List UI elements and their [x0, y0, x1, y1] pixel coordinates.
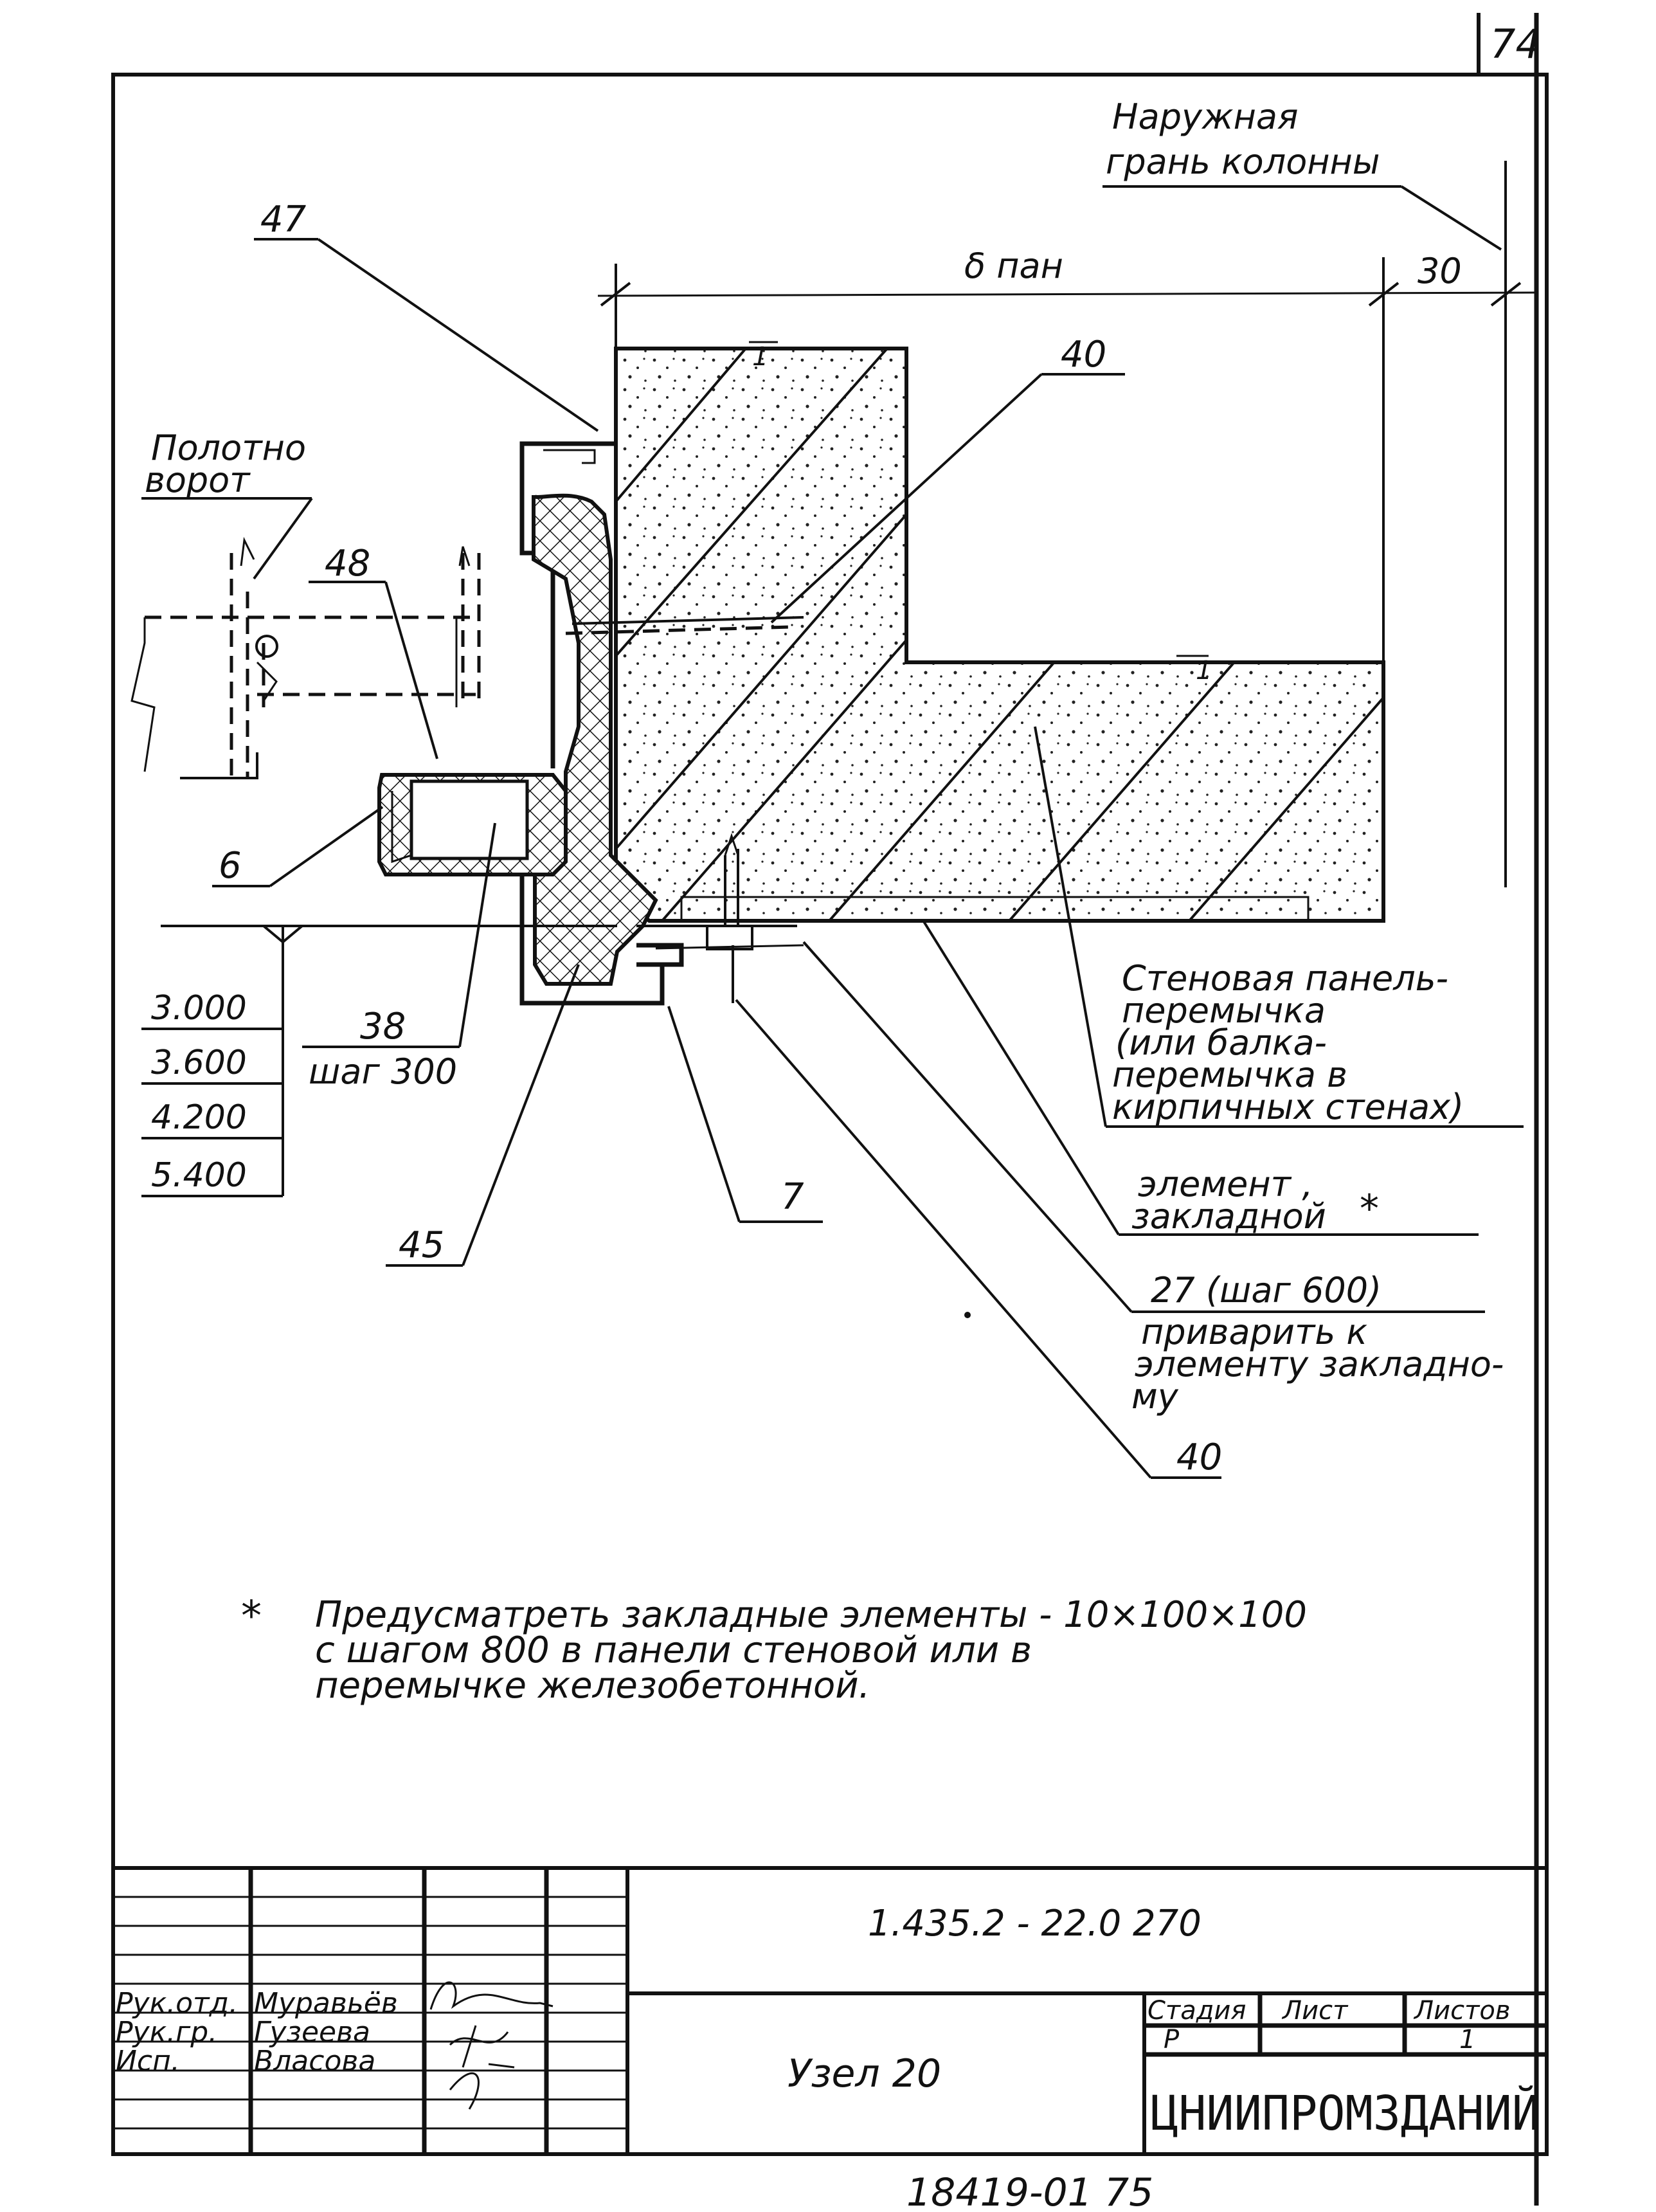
svg-text:47: 47: [260, 199, 307, 240]
svg-text:приварить к: приварить к: [1141, 1312, 1367, 1352]
svg-text:Муравьёв: Муравьёв: [254, 1987, 398, 2020]
svg-text:му: му: [1131, 1376, 1179, 1417]
wall-panel-label: Стеновая панель- перемычка (или балка- п…: [1034, 726, 1524, 1128]
svg-text:Власова: Власова: [254, 2045, 375, 2078]
svg-text:перемычке железобетонной.: перемычке железобетонной.: [315, 1665, 870, 1707]
panel-hatch: [616, 349, 1383, 921]
callout-45: 45: [386, 964, 580, 1267]
svg-text:40: 40: [1061, 334, 1106, 376]
svg-text:48: 48: [325, 543, 370, 585]
svg-text:1: 1: [1196, 656, 1212, 685]
signature-roles: Рук.отд. Рук.гр. Исп. Муравьёв Гузеева В…: [116, 1987, 398, 2078]
weld-note-label: 27 (шаг 600) приварить к элементу заклад…: [802, 941, 1504, 1417]
svg-text:27 (шаг 600): 27 (шаг 600): [1151, 1270, 1382, 1310]
svg-text:элемент ,: элемент ,: [1138, 1164, 1313, 1204]
svg-text:Исп.: Исп.: [116, 2045, 180, 2078]
dim-30: 30: [1418, 251, 1462, 291]
svg-text:38: 38: [360, 1006, 406, 1047]
svg-text:элементу закладно-: элементу закладно-: [1135, 1344, 1504, 1384]
elevation-4: 5.400: [151, 1156, 247, 1195]
callout-40-top: 40: [770, 334, 1125, 624]
svg-text:Гузеева: Гузеева: [254, 2016, 370, 2049]
signatures: [429, 1981, 554, 2110]
drawing-code: 1.435.2 - 22.0 270: [868, 1903, 1202, 1945]
svg-text:7: 7: [781, 1176, 804, 1218]
svg-text:*: *: [1360, 1186, 1379, 1231]
sheet-number: 74: [1490, 21, 1541, 68]
svg-text:Стеновая панель-: Стеновая панель-: [1122, 958, 1448, 999]
callout-40-bottom: 40: [735, 999, 1222, 1479]
svg-text:Р: Р: [1164, 2025, 1180, 2054]
bottom-stamp: 18419-01 75: [906, 2170, 1153, 2212]
elevation-3: 4.200: [151, 1098, 247, 1137]
svg-text:Предусматреть закладные эл: Предусматреть закладные элементы - 10×10…: [315, 1594, 1307, 1636]
svg-text:Стадия: Стадия: [1148, 1996, 1246, 2026]
svg-text:1: 1: [752, 342, 768, 372]
svg-text:перемычка в: перемычка в: [1112, 1055, 1347, 1095]
gate-leaf-box: [377, 773, 568, 876]
svg-text:45: 45: [399, 1224, 444, 1266]
anchor-bolts: [565, 616, 804, 1003]
organization-name: ЦНИИПРОМЗДАНИЙ: [1151, 2085, 1540, 2141]
panel-thickness-dim: δ пан: [964, 246, 1063, 286]
svg-text:1: 1: [1459, 2025, 1475, 2054]
title-block: [113, 1866, 1547, 2154]
elevation-1: 3.000: [151, 989, 247, 1028]
svg-text:Листов: Листов: [1413, 1996, 1510, 2026]
svg-text:(или балка-: (или балка-: [1115, 1022, 1327, 1063]
svg-text:6: 6: [219, 845, 242, 887]
svg-text:с шагом 800 в панели стено: с шагом 800 в панели стеновой или в: [315, 1629, 1032, 1671]
svg-text:40: 40: [1176, 1437, 1222, 1478]
svg-text:Рук.гр.: Рук.гр.: [116, 2016, 217, 2049]
callout-47: 47: [254, 199, 599, 432]
callout-38: 38 шаг 300: [302, 822, 496, 1092]
embedded-element-label: элемент , закладной *: [921, 918, 1479, 1237]
general-note: * Предусматреть закладные элементы - 10×…: [241, 1593, 1307, 1707]
elevation-marker: 3.000 3.600 4.200 5.400: [141, 925, 617, 1197]
callout-48: 48: [309, 543, 438, 759]
stage-table: Стадия Лист Листов Р 1: [1148, 1996, 1510, 2054]
outer-face-label: Наружная грань колонны: [1102, 96, 1502, 251]
wall-panel-section: [614, 347, 1385, 923]
ink-dot: [964, 1312, 971, 1318]
gate-leaf-label: Полотно ворот: [141, 428, 313, 580]
callout-6: 6: [212, 806, 384, 887]
svg-text:Наружная: Наружная: [1112, 96, 1298, 137]
svg-text:Полотно: Полотно: [151, 428, 306, 468]
svg-text:Лист: Лист: [1281, 1996, 1349, 2026]
drawing-title: Узел 20: [788, 2051, 941, 2096]
svg-text:закладной: закладной: [1131, 1196, 1326, 1237]
svg-text:шаг 300: шаг 300: [309, 1051, 457, 1092]
svg-text:грань колонны: грань колонны: [1106, 141, 1380, 182]
outer-frame: [111, 13, 1549, 2206]
dimension-lines: [597, 161, 1537, 887]
elevation-2: 3.600: [151, 1044, 247, 1082]
svg-text:*: *: [241, 1593, 262, 1640]
gate-leaf-dashed: [130, 536, 481, 779]
section-mark: 1 1: [749, 341, 1212, 685]
callout-7: 7: [667, 1006, 823, 1223]
svg-text:кирпичных стенах): кирпичных стенах): [1112, 1087, 1464, 1127]
svg-text:Рук.отд.: Рук.отд.: [116, 1987, 238, 2020]
svg-text:перемычка: перемычка: [1122, 990, 1326, 1031]
svg-text:ворот: ворот: [145, 460, 251, 500]
